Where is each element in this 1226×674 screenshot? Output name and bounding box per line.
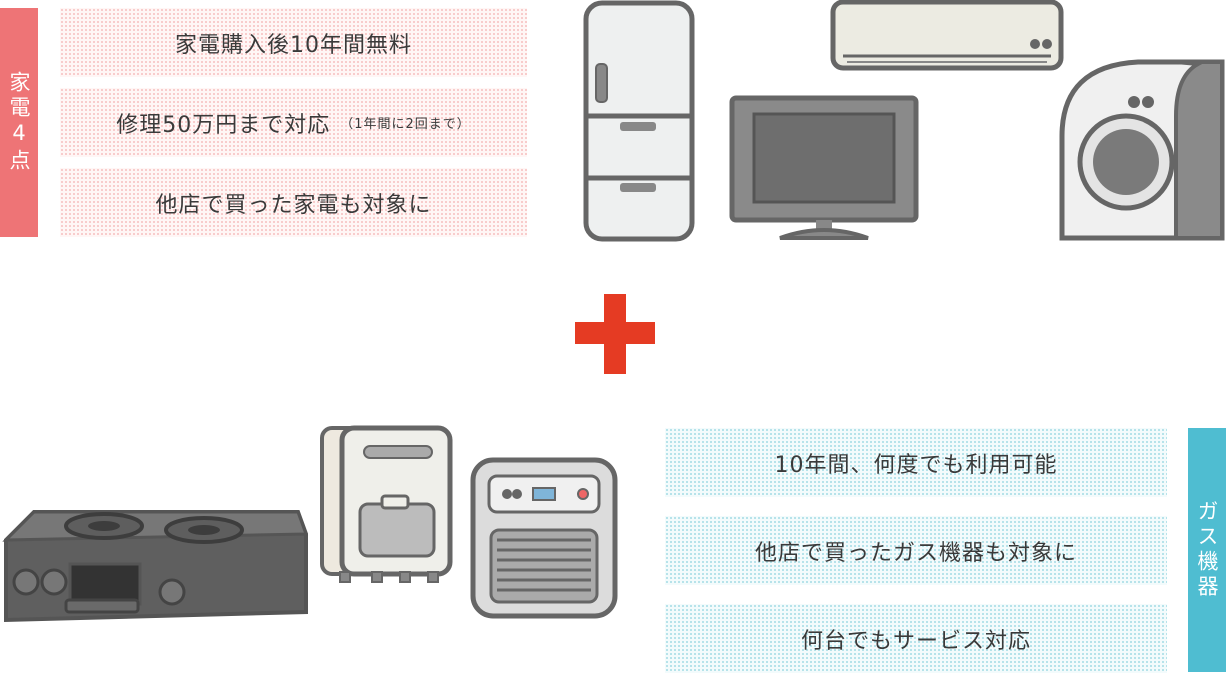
- television-icon: [729, 95, 919, 240]
- plus-icon-vertical: [604, 294, 626, 374]
- gas-fan-heater-icon: [470, 457, 618, 619]
- gas-feature-3: 何台でもサービス対応: [665, 604, 1167, 673]
- repair-limit-note: （1年間に2回まで）: [340, 117, 471, 132]
- appliance-feature-2-text: 修理50万円まで対応: [116, 112, 331, 138]
- washing-machine-icon: [1059, 59, 1225, 241]
- gas-feature-1: 10年間、何度でも利用可能: [665, 428, 1167, 497]
- gas-stove-icon: [2, 510, 309, 623]
- water-heater-icon: [320, 425, 453, 583]
- air-conditioner-icon: [830, 0, 1064, 71]
- appliance-feature-1: 家電購入後10年間無料: [60, 8, 527, 77]
- appliance-category-label: 家電4点: [0, 8, 38, 237]
- appliance-feature-2: 修理50万円まで対応 （1年間に2回まで）: [60, 88, 527, 157]
- gas-category-label: ガス機器: [1188, 428, 1226, 672]
- appliance-feature-3: 他店で買った家電も対象に: [60, 168, 527, 237]
- refrigerator-icon: [583, 0, 695, 242]
- gas-feature-2: 他店で買ったガス機器も対象に: [665, 516, 1167, 585]
